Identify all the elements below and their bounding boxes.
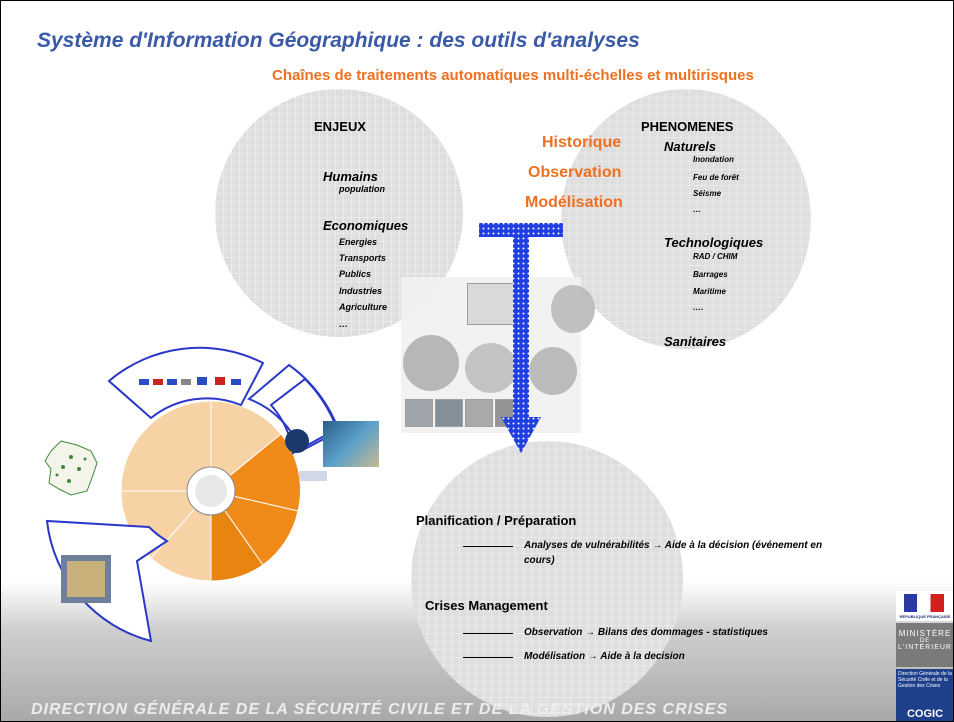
- dgscgc-text: Direction Générale de la Sécurité Civile…: [898, 671, 952, 689]
- economiques-label: Economiques: [323, 218, 409, 233]
- modelisation-arrow: [463, 657, 513, 658]
- naturels-item: Séisme: [693, 189, 722, 198]
- ministere-line1: MINISTÈRE: [898, 629, 952, 638]
- techno-item: ….: [693, 303, 704, 312]
- enjeux-heading: ENJEUX: [314, 119, 367, 134]
- analyses-arrow: [463, 546, 513, 547]
- analyses-text: Analyses de vulnérabilités → Aide à la d…: [524, 540, 823, 551]
- enjeux-item: …: [339, 319, 348, 329]
- modelisation-label: Modélisation: [525, 194, 623, 211]
- observation-arrow: [463, 633, 513, 634]
- technologiques-label: Technologiques: [664, 235, 764, 250]
- enjeux-item: Agriculture: [339, 302, 388, 312]
- phenomenes-circle: [561, 89, 811, 349]
- footer-text: DIRECTION GÉNÉRALE DE LA SÉCURITÉ CIVILE…: [31, 701, 729, 718]
- page-subtitle: Chaînes de traitements automatiques mult…: [272, 67, 754, 84]
- process-diagram-thumbnail: [401, 277, 595, 433]
- planification-heading: Planification / Préparation: [416, 513, 577, 528]
- observation-label: Observation: [528, 164, 622, 181]
- modelisation-text: Modélisation → Aide à la decision: [524, 651, 685, 662]
- naturels-item: …: [693, 205, 701, 214]
- techno-item: Maritime: [693, 287, 726, 296]
- republique-logo: RÉPUBLIQUE FRANÇAISE: [896, 591, 953, 621]
- gestion-circle: [411, 441, 683, 717]
- crises-heading: Crises Management: [425, 598, 548, 613]
- techno-item: Barrages: [693, 270, 728, 279]
- ministere-line2: DE: [919, 638, 931, 644]
- dgscgc-logo: Direction Générale de la Sécurité Civile…: [896, 669, 953, 721]
- ministere-line3: L'INTÉRIEUR: [898, 644, 952, 651]
- techno-item: RAD / CHIM: [693, 252, 738, 261]
- page-title: Système d'Information Géographique : des…: [37, 29, 640, 52]
- satellite-image: [323, 421, 379, 467]
- phenomenes-heading: PHENOMENES: [641, 119, 734, 134]
- sanitaires-label: Sanitaires: [664, 334, 727, 349]
- enjeux-item: Publics: [339, 269, 372, 279]
- analyses-text-cont: cours): [524, 555, 555, 566]
- naturels-item: Feu de forêt: [693, 173, 739, 182]
- enjeux-item: Industries: [339, 286, 383, 296]
- naturels-item: Inondation: [693, 155, 734, 164]
- naturels-label: Naturels: [664, 139, 717, 154]
- france-map: [44, 440, 98, 496]
- republique-text: RÉPUBLIQUE FRANÇAISE: [899, 614, 951, 619]
- humains-label: Humains: [323, 169, 378, 184]
- observation-text: Observation → Bilans des dommages - stat…: [524, 627, 768, 638]
- historique-label: Historique: [542, 134, 622, 151]
- ministere-logo: MINISTÈRE DE L'INTÉRIEUR: [896, 623, 953, 667]
- cogic-text: COGIC: [906, 708, 944, 720]
- enjeux-item: Transports: [339, 253, 386, 263]
- enjeux-item: Energies: [339, 237, 378, 247]
- population-label: population: [339, 184, 385, 194]
